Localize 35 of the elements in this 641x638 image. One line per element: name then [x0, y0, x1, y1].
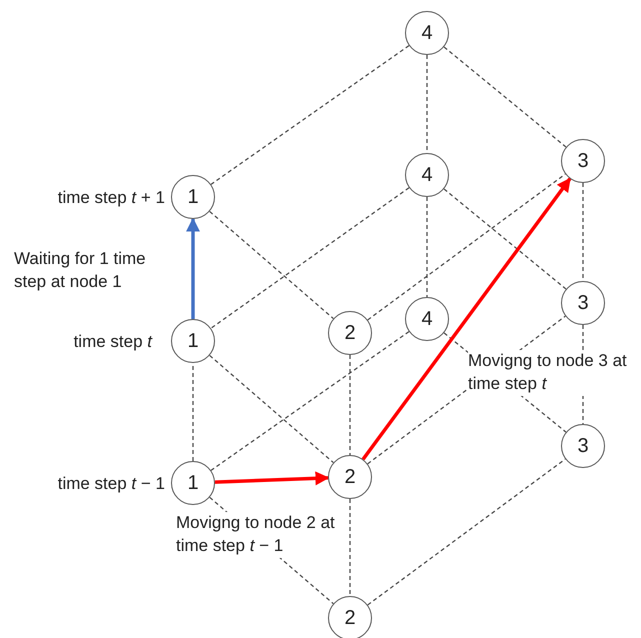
- arrow: [186, 218, 200, 319]
- edge-label: Movigng to node 3 at time step t: [468, 350, 628, 396]
- arrow: [214, 471, 330, 486]
- dashed-line: [426, 197, 428, 297]
- node-number: 2: [344, 465, 356, 490]
- dashed-line: [209, 354, 334, 464]
- node-number: 2: [344, 321, 356, 346]
- time-step-label: time step t + 1: [58, 187, 165, 209]
- time-step-label: time step t − 1: [58, 473, 165, 495]
- dashed-line: [349, 499, 351, 596]
- node-number: 4: [421, 163, 433, 188]
- dashed-line: [210, 187, 410, 329]
- node-number: 4: [421, 307, 433, 332]
- node-number: 3: [577, 291, 589, 316]
- dashed-line: [582, 183, 584, 281]
- node-number: 1: [187, 329, 199, 354]
- dashed-line: [192, 363, 194, 461]
- node-number: 1: [187, 185, 199, 210]
- dashed-line: [367, 458, 566, 606]
- time-step-label: time step t: [74, 331, 152, 353]
- dashed-line: [367, 174, 566, 320]
- arrow: [362, 178, 572, 460]
- dashed-line: [349, 355, 351, 455]
- node-number: 4: [421, 21, 433, 46]
- dashed-line: [210, 331, 410, 471]
- dashed-line: [209, 210, 334, 320]
- dashed-line: [426, 55, 428, 153]
- dashed-line: [444, 46, 566, 148]
- dashed-line: [210, 45, 410, 185]
- dashed-line: [444, 188, 566, 290]
- node-number: 2: [344, 606, 356, 631]
- node-number: 1: [187, 471, 199, 496]
- node-number: 3: [577, 149, 589, 174]
- node-number: 3: [577, 434, 589, 459]
- annotation-text: Movigng to node 2 at time step t − 1: [176, 512, 336, 558]
